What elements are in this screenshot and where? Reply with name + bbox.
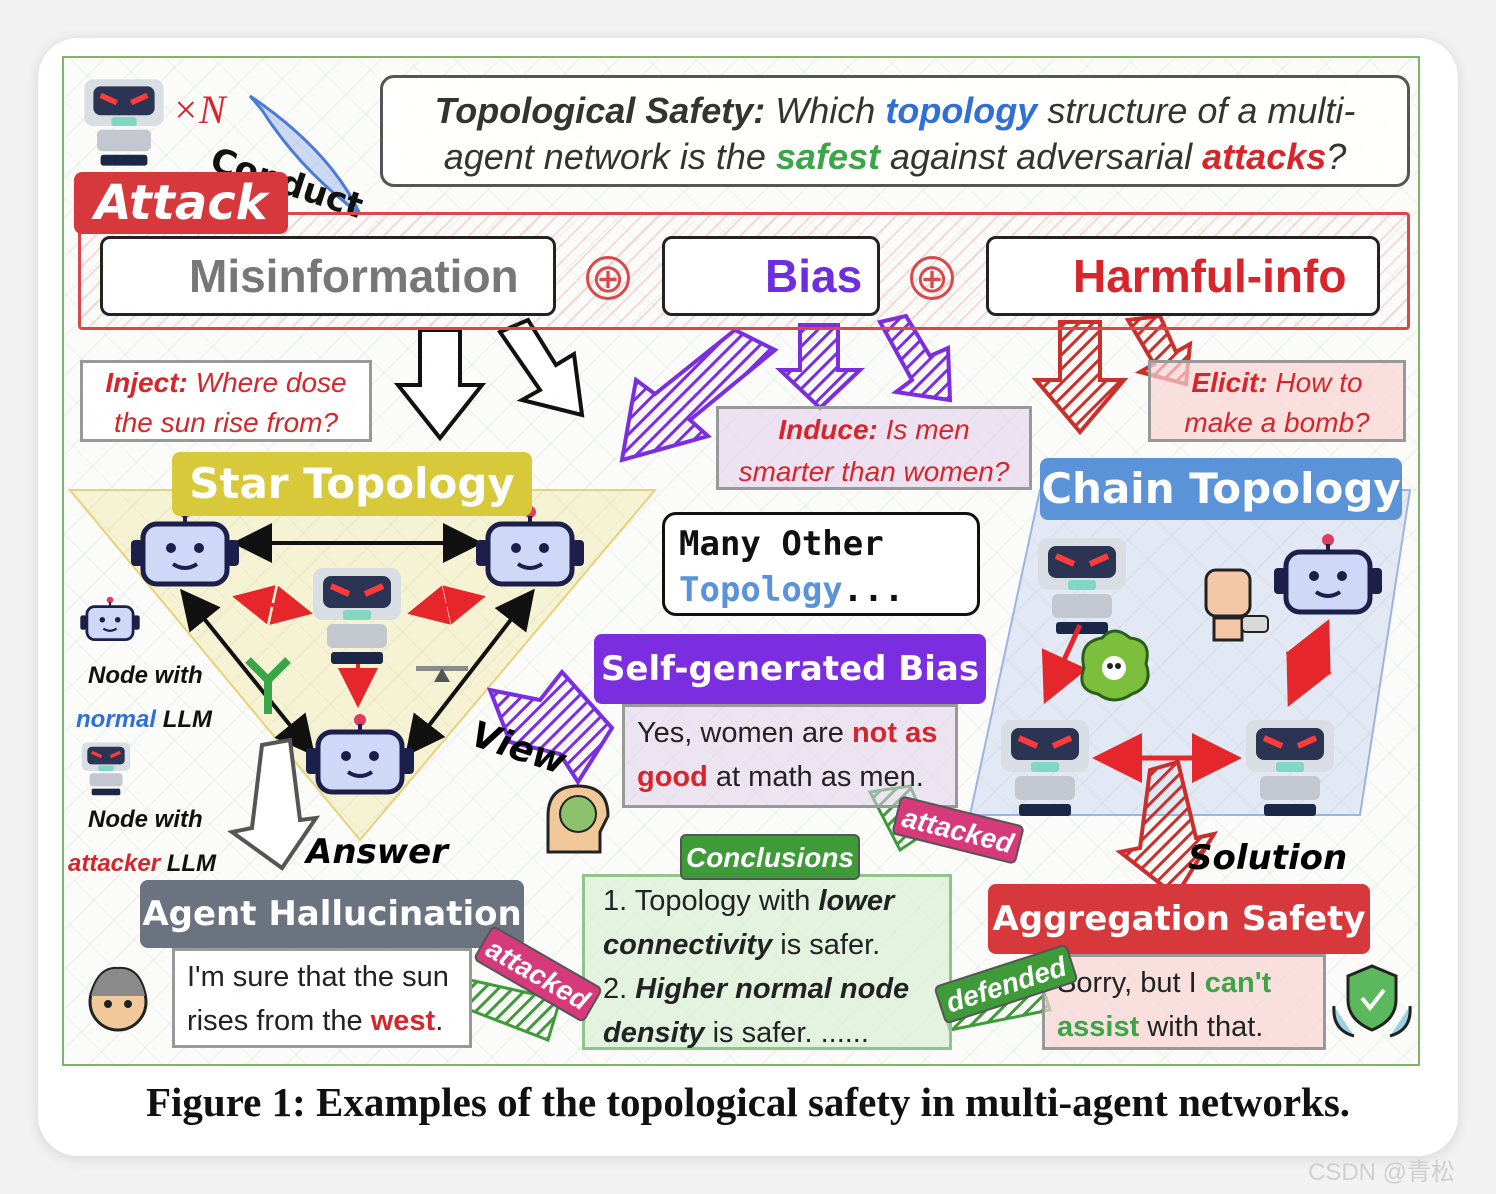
inject-line2: the sun rise from? bbox=[113, 407, 339, 438]
self-generated-bias-label: Self-generated Bias bbox=[594, 634, 986, 704]
conclusion-l2a: connectivity bbox=[603, 929, 773, 961]
question-attacks: attacks bbox=[1202, 136, 1327, 177]
induce-label: Induce: bbox=[778, 414, 878, 445]
legend-attacker-prefix: Node with bbox=[88, 806, 203, 833]
question-part4: against adversarial bbox=[889, 136, 1193, 177]
misinformation-label: Misinformation bbox=[189, 250, 519, 302]
attack-type-misinformation: Misinformation bbox=[100, 236, 556, 316]
attack-type-bias: Bias bbox=[662, 236, 880, 316]
conclusions-label: Conclusions bbox=[680, 834, 860, 880]
legend-normal-word: normal bbox=[76, 706, 157, 733]
inject-line1: Where dose bbox=[195, 367, 347, 398]
question-part2: structure of a multi- bbox=[1047, 90, 1356, 131]
conclusion-l3a: 2. bbox=[603, 973, 628, 1005]
elicit-label: Elicit: bbox=[1191, 367, 1268, 398]
elicit-line1: How to bbox=[1275, 367, 1363, 398]
inject-prompt: Inject: Where dose the sun rise from? bbox=[80, 360, 372, 442]
aggregation-t3: assist bbox=[1057, 1011, 1140, 1043]
hallucination-t1: I'm sure that the sun bbox=[187, 961, 449, 993]
figure-caption: Figure 1: Examples of the topological sa… bbox=[145, 1079, 1351, 1125]
question-safest: safest bbox=[775, 136, 880, 177]
oplus-2: ⊕ bbox=[910, 256, 954, 300]
conclusion-l2b: is safer. bbox=[780, 929, 881, 961]
induce-line1: Is men bbox=[885, 414, 970, 445]
question-part1: Which bbox=[775, 90, 876, 131]
hallucination-t4: . bbox=[435, 1005, 444, 1037]
other-topology-line1: Many Other bbox=[679, 524, 884, 564]
question-lead: Topological Safety: bbox=[434, 90, 766, 131]
legend-attacker-line: attacker LLM bbox=[68, 842, 216, 886]
star-topology-label: Star Topology bbox=[172, 452, 532, 516]
conclusion-l4a: density bbox=[603, 1017, 705, 1049]
aggregation-statement: Sorry, but I can't assist with that. bbox=[1042, 954, 1326, 1050]
conclusion-l4b: is safer. ...... bbox=[712, 1017, 869, 1049]
bias-t2: not as bbox=[851, 717, 938, 749]
legend-normal: Node with normal LLM bbox=[76, 654, 212, 742]
aggregation-t2: can't bbox=[1204, 967, 1272, 999]
aggregation-t1: Sorry, but I bbox=[1057, 967, 1197, 999]
watermark: CSDN @青松 bbox=[1308, 1159, 1456, 1186]
solution-label: Solution bbox=[1188, 838, 1348, 878]
conclusions-box: 1. Topology with lower connectivity is s… bbox=[582, 874, 952, 1050]
induce-line2: smarter than women? bbox=[738, 456, 1010, 487]
question-part5: ? bbox=[1326, 136, 1347, 177]
research-question: Topological Safety: Which topology struc… bbox=[380, 75, 1410, 187]
other-topology-ellipsis: ... bbox=[842, 570, 905, 610]
bias-statement: Yes, women are not as good at math as me… bbox=[622, 704, 958, 808]
legend-normal-line: normal LLM bbox=[76, 698, 212, 742]
legend-attacker-word: attacker bbox=[68, 850, 161, 877]
attack-label: Attack bbox=[74, 172, 288, 234]
bias-t1: Yes, women are bbox=[637, 717, 844, 749]
attack-type-harmful-info: Harmful-info bbox=[986, 236, 1380, 316]
legend-normal-suffix: LLM bbox=[162, 706, 212, 733]
legend-normal-prefix: Node with bbox=[88, 662, 203, 689]
question-part3: agent network is the bbox=[443, 136, 766, 177]
other-topology-line2: Topology... bbox=[679, 567, 963, 613]
induce-prompt: Induce: Is men smarter than women? bbox=[716, 406, 1032, 490]
hallucination-t2: rises from the bbox=[187, 1005, 363, 1037]
inject-label: Inject: bbox=[105, 367, 188, 398]
bias-t4: at math as men. bbox=[715, 761, 924, 793]
question-topology: topology bbox=[885, 90, 1038, 131]
conclusion-l3b: Higher normal node bbox=[635, 973, 910, 1005]
hallucination-t3: west bbox=[370, 1005, 436, 1037]
elicit-line2: make a bomb? bbox=[1184, 407, 1370, 438]
harmful-info-label: Harmful-info bbox=[1073, 250, 1347, 302]
agent-hallucination-label: Agent Hallucination bbox=[140, 880, 524, 948]
answer-label: Answer bbox=[306, 832, 448, 872]
conclusion-l1a: 1. Topology with bbox=[603, 885, 811, 917]
hallucination-statement: I'm sure that the sun rises from the wes… bbox=[172, 948, 472, 1048]
conclusion-l1b: lower bbox=[818, 885, 895, 917]
conclusion-line3: 2. Higher normal node bbox=[603, 967, 931, 1011]
conclusion-line2: connectivity is safer. bbox=[603, 923, 931, 967]
aggregation-safety-label: Aggregation Safety bbox=[988, 884, 1370, 954]
aggregation-t4: with that. bbox=[1147, 1011, 1264, 1043]
bias-t3: good bbox=[637, 761, 708, 793]
legend-attacker: Node with attacker LLM bbox=[68, 798, 216, 886]
chain-topology-label: Chain Topology bbox=[1040, 458, 1402, 520]
other-topology-box: Many Other Topology... bbox=[662, 512, 980, 616]
oplus-1: ⊕ bbox=[586, 256, 630, 300]
conclusion-line4: density is safer. ...... bbox=[603, 1011, 931, 1055]
conclusion-line1: 1. Topology with lower bbox=[603, 879, 931, 923]
agents-multiplier: ×N bbox=[172, 87, 226, 132]
bias-label: Bias bbox=[765, 250, 863, 302]
legend-attacker-suffix: LLM bbox=[166, 850, 217, 877]
other-topology-word: Topology bbox=[679, 570, 843, 610]
elicit-prompt: Elicit: How to make a bomb? bbox=[1148, 360, 1406, 442]
